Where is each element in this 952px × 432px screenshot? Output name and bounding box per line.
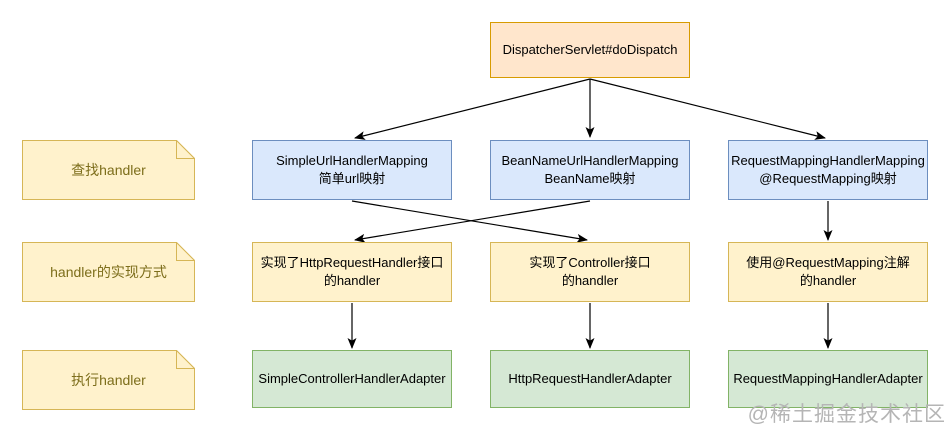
note-shape (22, 140, 195, 200)
note-label: 查找handler (71, 162, 146, 178)
node-label-line2: 的handler (561, 273, 619, 288)
node-label: HttpRequestHandlerAdapter (508, 370, 672, 386)
note-handler-implementation: handler的实现方式 (22, 242, 195, 302)
note-execute-handler: 执行handler (22, 350, 195, 410)
node-label-line2: 的handler (323, 273, 381, 288)
node-httprequesthandler-interface-handler: 实现了HttpRequestHandler接口 的handler (252, 242, 452, 302)
node-beanname-url-handler-mapping: BeanNameUrlHandlerMapping BeanName映射 (490, 140, 690, 200)
node-simpleurl-handler-mapping: SimpleUrlHandlerMapping 简单url映射 (252, 140, 452, 200)
note-find-handler: 查找handler (22, 140, 195, 200)
node-label-line1: 实现了Controller接口 (529, 254, 651, 270)
node-label-line1: SimpleUrlHandlerMapping (276, 152, 428, 168)
arrow-root-to-simpleurl (354, 78, 591, 140)
node-dispatcher-servlet: DispatcherServlet#doDispatch (490, 22, 690, 78)
node-label-line1: RequestMappingHandlerMapping (731, 152, 925, 168)
note-label: 执行handler (71, 372, 146, 388)
node-label-line2: 简单url映射 (318, 171, 386, 186)
node-label-line1: 实现了HttpRequestHandler接口 (260, 254, 444, 270)
node-label-line1: BeanNameUrlHandlerMapping (501, 152, 679, 168)
node-controller-interface-handler: 实现了Controller接口 的handler (490, 242, 690, 302)
node-label-line2: BeanName映射 (544, 171, 636, 186)
node-label-line1: 使用@RequestMapping注解 (746, 254, 910, 270)
node-label: DispatcherServlet#doDispatch (502, 41, 678, 57)
note-label: handler的实现方式 (50, 264, 167, 280)
node-label-line2: @RequestMapping映射 (759, 171, 897, 186)
arrow-beanname-to-httprequest-handler (354, 200, 591, 243)
node-label: RequestMappingHandlerAdapter (733, 370, 923, 386)
node-requestmapping-handler-mapping: RequestMappingHandlerMapping @RequestMap… (728, 140, 928, 200)
juejin-watermark: @稀土掘金技术社区 (747, 403, 946, 426)
note-shape (22, 242, 195, 302)
node-label: SimpleControllerHandlerAdapter (258, 370, 446, 386)
node-simplecontroller-handler-adapter: SimpleControllerHandlerAdapter (252, 350, 452, 408)
node-requestmapping-handler-adapter: RequestMappingHandlerAdapter (728, 350, 928, 408)
node-requestmapping-annotation-handler: 使用@RequestMapping注解 的handler (728, 242, 928, 302)
node-label-line2: 的handler (799, 273, 857, 288)
note-shape (22, 350, 195, 410)
arrow-root-to-requestmapping (589, 78, 826, 140)
node-httprequest-handler-adapter: HttpRequestHandlerAdapter (490, 350, 690, 408)
